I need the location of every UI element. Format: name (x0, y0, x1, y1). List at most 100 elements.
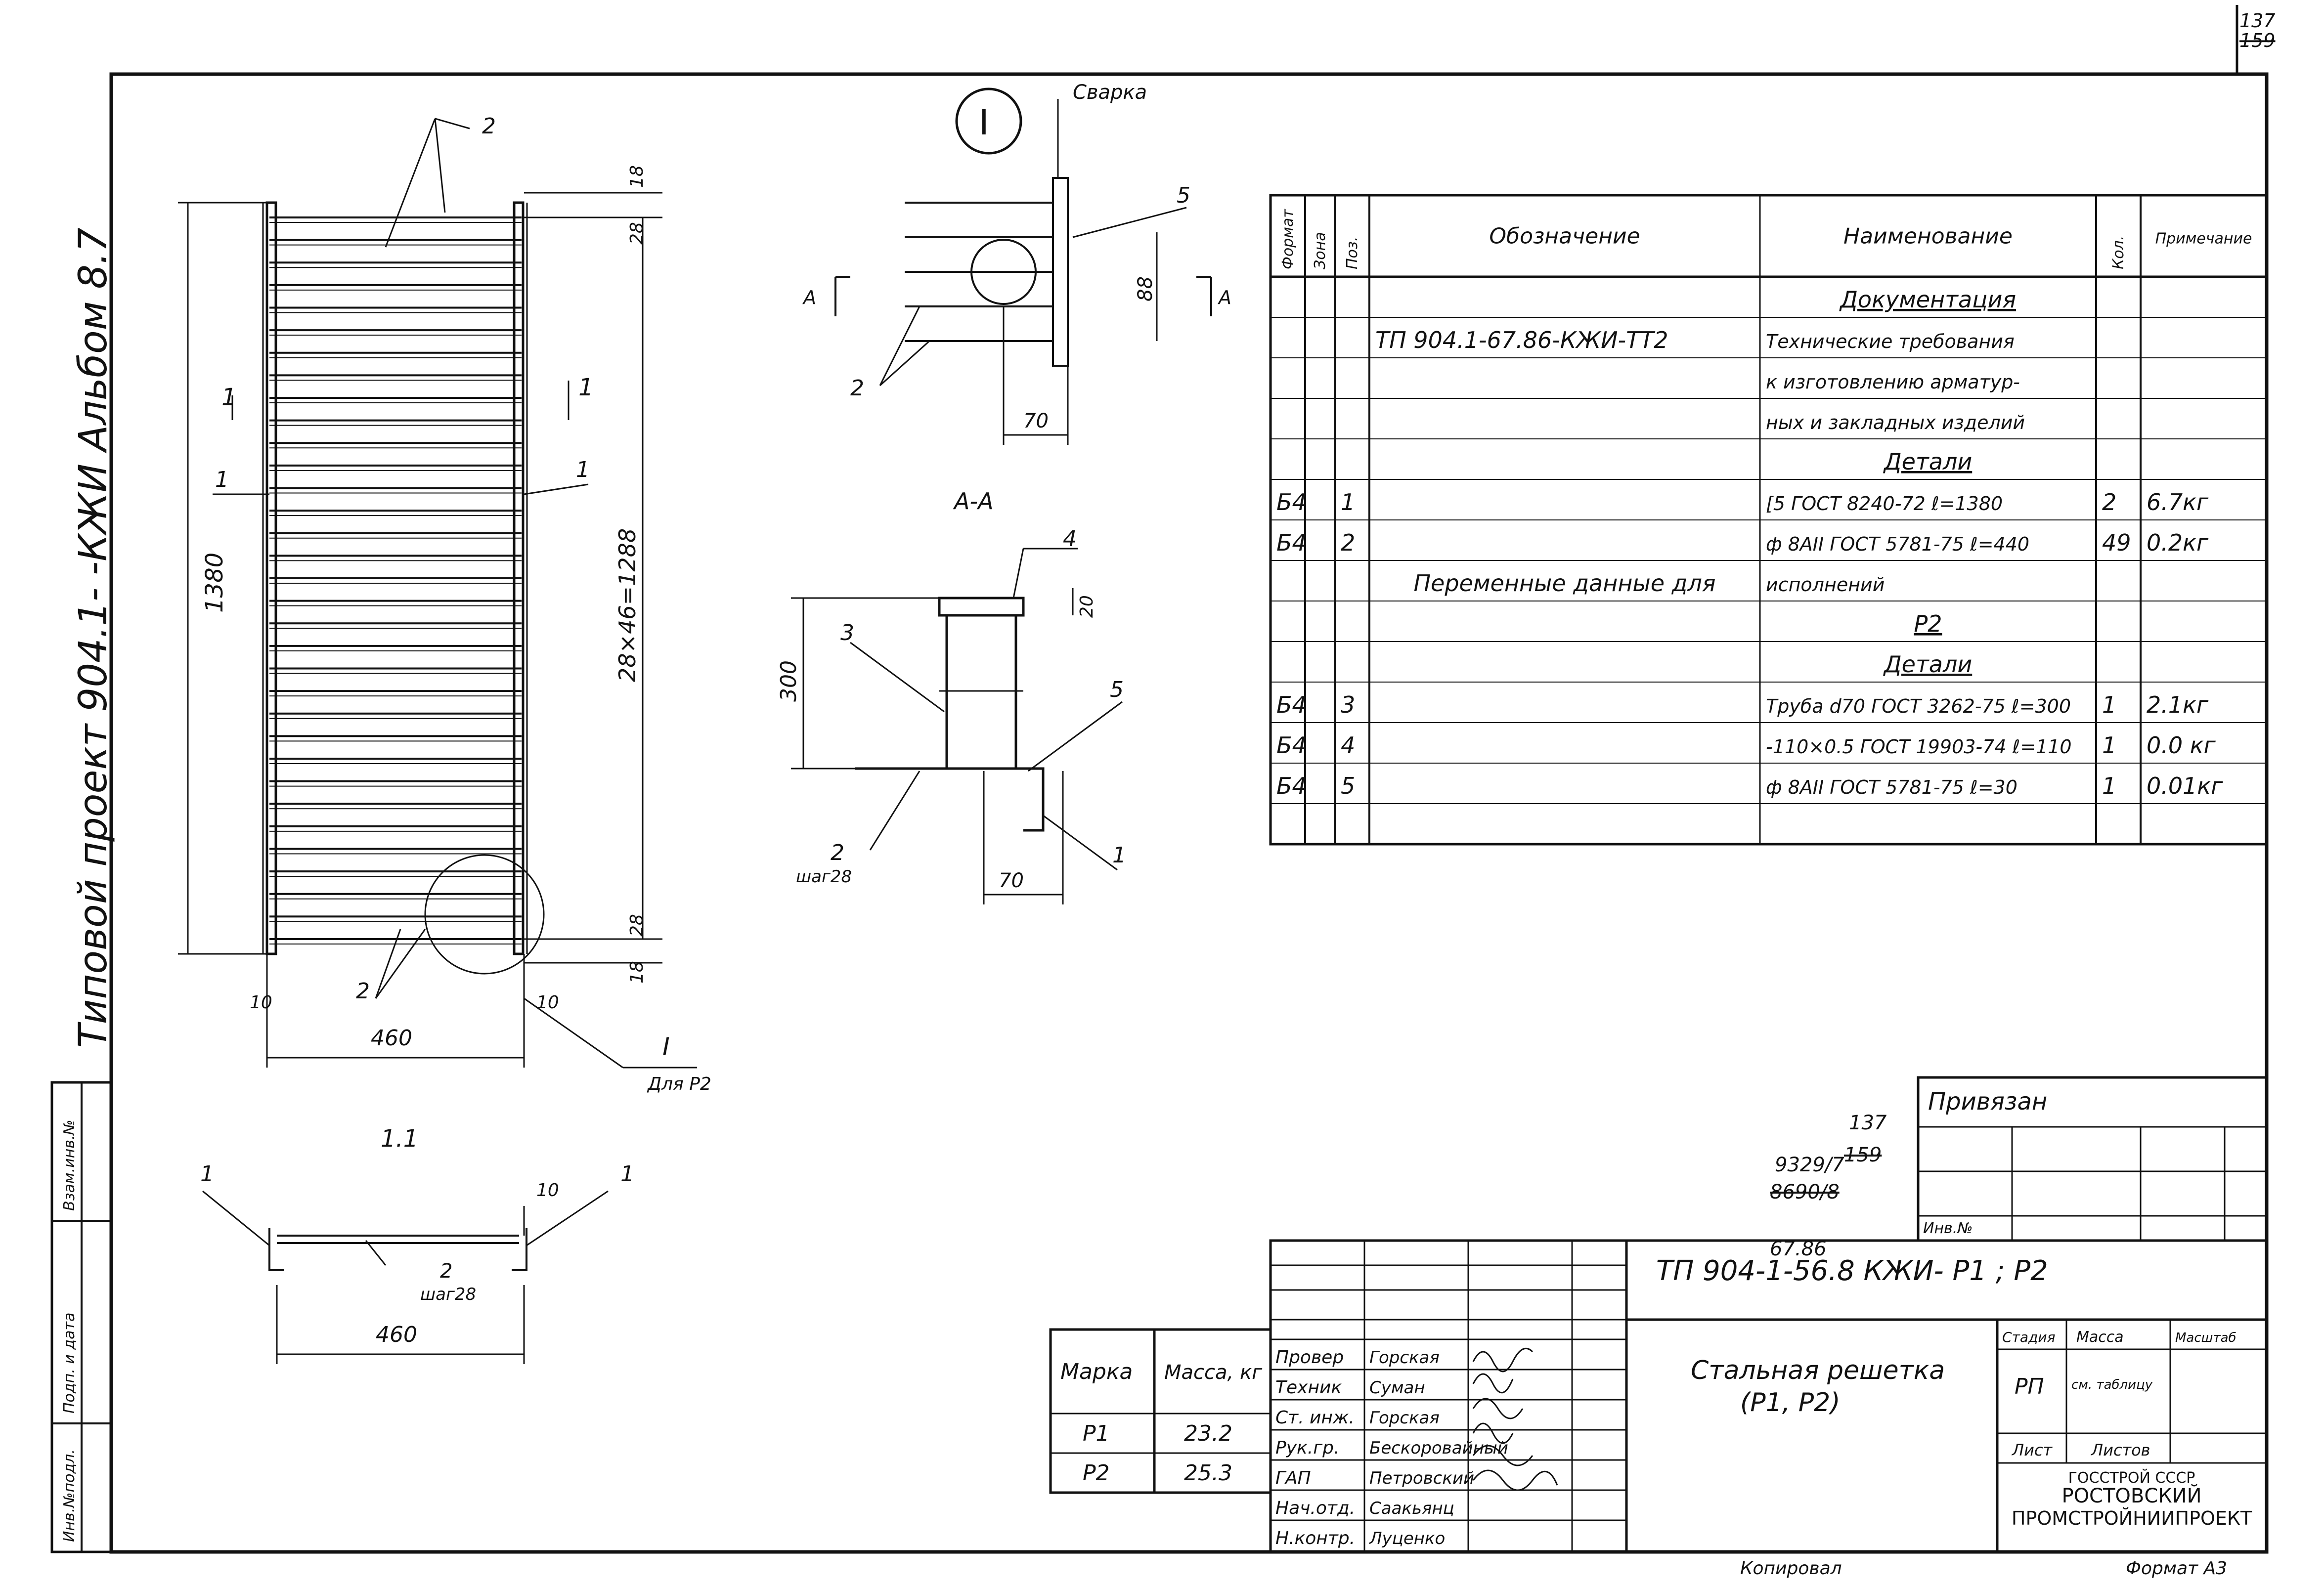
mass-label: Масса (2076, 1329, 2124, 1346)
binding-inv-number-struck: 8690/8 (1770, 1181, 1840, 1203)
spec-header-5: Кол. (2110, 236, 2127, 269)
mass-table-header-mass: Масса, кг (1164, 1361, 1263, 1384)
detail-callout: I (662, 1032, 670, 1061)
dim-width: 460 (371, 1026, 412, 1051)
spec-cell-qty: 1 (2102, 691, 2116, 718)
detail-I-leader-5: 5 (1177, 183, 1190, 208)
binding-title: Привязан (1928, 1088, 2047, 1116)
binding-inv-number: 9329/7 (1775, 1154, 1844, 1176)
leader-1-left: 1 (215, 467, 229, 492)
staff-name: Горская (1369, 1348, 1440, 1368)
detail-I-title: I (979, 102, 989, 143)
view-1-1-dim-edge: 10 (536, 1180, 559, 1201)
spec-cell-name: Технические требования (1766, 331, 2015, 352)
spec-cell-name: ных и закладных изделий (1766, 412, 2025, 433)
section-A-A-leader-2-pitch: шаг28 (796, 867, 852, 887)
section-A-A-leader-3: 3 (840, 620, 854, 645)
spec-cell-name: к изготовлению арматур- (1766, 371, 2020, 393)
drawing-title: Стальная решетка (1691, 1356, 1945, 1385)
left-margin-labels: Инв.№подл. Подп. и дата Взам.инв.№ (61, 1119, 78, 1542)
spec-cell-name: [5 ГОСТ 8240-72 ℓ=1380 (1766, 493, 2003, 515)
signatures (1472, 1347, 1558, 1491)
spec-cell-fmt: Б4 (1276, 529, 1307, 556)
dim-pitch: 28×46=1288 (614, 528, 641, 682)
dim-overall-height: 1380 (201, 553, 228, 613)
document-code: ТП 904-1-56.8 КЖИ- Р1 ; Р2 (1656, 1255, 2048, 1287)
staff-role: Н.контр. (1275, 1528, 1355, 1548)
section-A-A-leader-2: 2 (831, 840, 844, 865)
staff-role: Нач.отд. (1275, 1498, 1355, 1518)
section-A-A-geometry (791, 548, 1123, 904)
mass-row-1-mass: 23.2 (1184, 1421, 1232, 1446)
dim-top-28: 28 (627, 222, 647, 245)
spec-cell-name: -110×0.5 ГОСТ 19903-74 ℓ=110 (1766, 736, 2072, 758)
leader-2-top: 2 (482, 114, 496, 139)
section-mark-left: 1 (221, 384, 237, 411)
staff-role: Техник (1275, 1377, 1342, 1398)
weld-label: Сварка (1073, 81, 1147, 104)
spec-cell-name: Детали (1883, 448, 1973, 475)
sheets-label: Листов (2091, 1441, 2150, 1459)
sheet-format: Формат А3 (2126, 1558, 2227, 1579)
spec-cell-pos: 2 (1341, 529, 1355, 556)
spec-header-3: Обозначение (1489, 224, 1640, 249)
org-line-3: ПРОМСТРОЙНИИПРОЕКТ (2012, 1507, 2252, 1529)
svg-text:137: 137 (2239, 10, 2276, 32)
spec-cell-fmt: Б4 (1276, 691, 1307, 718)
mass-table: Марка Масса, кг Р1 23.2 Р2 25.3 (1049, 1328, 1272, 1494)
org-line-2: РОСТОВСКИЙ (2061, 1484, 2201, 1507)
section-A-A-leader-5: 5 (1110, 677, 1124, 702)
spec-cell-note: 0.2кг (2147, 529, 2209, 556)
spec-cell-fmt: Б4 (1276, 773, 1307, 799)
spec-cell-note: 6.7кг (2147, 489, 2209, 515)
detail-I-leader-2: 2 (850, 376, 864, 401)
svg-text:Подп. и дата: Подп. и дата (61, 1313, 78, 1414)
detail-I-geometry (834, 99, 1212, 445)
drawing-subtitle: (Р1, Р2) (1740, 1388, 1841, 1417)
staff-name: Петровский (1369, 1468, 1474, 1488)
spec-header-0: Формат (1279, 209, 1297, 269)
svg-text:Взам.инв.№: Взам.инв.№ (61, 1119, 78, 1211)
mass-value: см. таблицу (2071, 1377, 2153, 1392)
code-revision: 67.86 (1770, 1238, 1827, 1260)
binding-number-struck: 159 (1844, 1144, 1882, 1166)
spec-header-6: Примечание (2155, 230, 2252, 248)
spec-cell-name: ф 8AII ГОСТ 5781-75 ℓ=30 (1766, 776, 2017, 798)
staff-name: Горская (1369, 1408, 1440, 1428)
view-1-1-leader-left: 1 (200, 1161, 214, 1187)
spec-header-4: Наименование (1843, 224, 2013, 249)
dim-top-18: 18 (627, 165, 647, 188)
scale-label: Масштаб (2175, 1330, 2236, 1345)
dim-edge-right: 10 (536, 992, 559, 1013)
spec-cell-qty: 1 (2102, 732, 2116, 759)
main-dimensions (178, 118, 697, 1069)
staff-role: Рук.гр. (1275, 1438, 1339, 1458)
spec-cell-qty: 1 (2102, 773, 2116, 799)
staff-name: Саакьянц (1369, 1499, 1454, 1518)
spec-cell-note: 0.0 кг (2147, 732, 2216, 759)
spec-cell-pos: 1 (1341, 489, 1355, 515)
spec-cell-name: исполнений (1766, 574, 1885, 596)
view-1-1-leader-right: 1 (620, 1161, 634, 1187)
binding-number: 137 (1849, 1112, 1887, 1134)
copied-by: Копировал (1740, 1558, 1842, 1579)
cut-mark-left: А (802, 287, 816, 308)
stage-value: РП (2015, 1374, 2044, 1399)
staff-role: Ст. инж. (1275, 1408, 1355, 1428)
leader-1-right: 1 (576, 457, 590, 482)
staff-name: Луценко (1368, 1529, 1445, 1548)
binding-inv-label: Инв.№ (1923, 1220, 1973, 1237)
section-A-A: А-А 4 3 5 2 шаг28 1 300 20 7 (776, 488, 1126, 904)
side-title: Типовой проект 904.1- -КЖИ Альбом 8.7 (71, 228, 116, 1048)
cut-mark-right: А (1217, 287, 1231, 308)
staff-role: Провер (1275, 1347, 1344, 1368)
spec-cell-pos: 3 (1341, 691, 1355, 718)
mass-table-header-mark: Марка (1060, 1359, 1133, 1384)
spec-cell-name: ф 8AII ГОСТ 5781-75 ℓ=440 (1766, 533, 2029, 555)
spec-cell-name: Детали (1883, 651, 1973, 678)
section-A-A-title: А-А (953, 488, 994, 515)
spec-cell-pos: 5 (1341, 773, 1355, 799)
